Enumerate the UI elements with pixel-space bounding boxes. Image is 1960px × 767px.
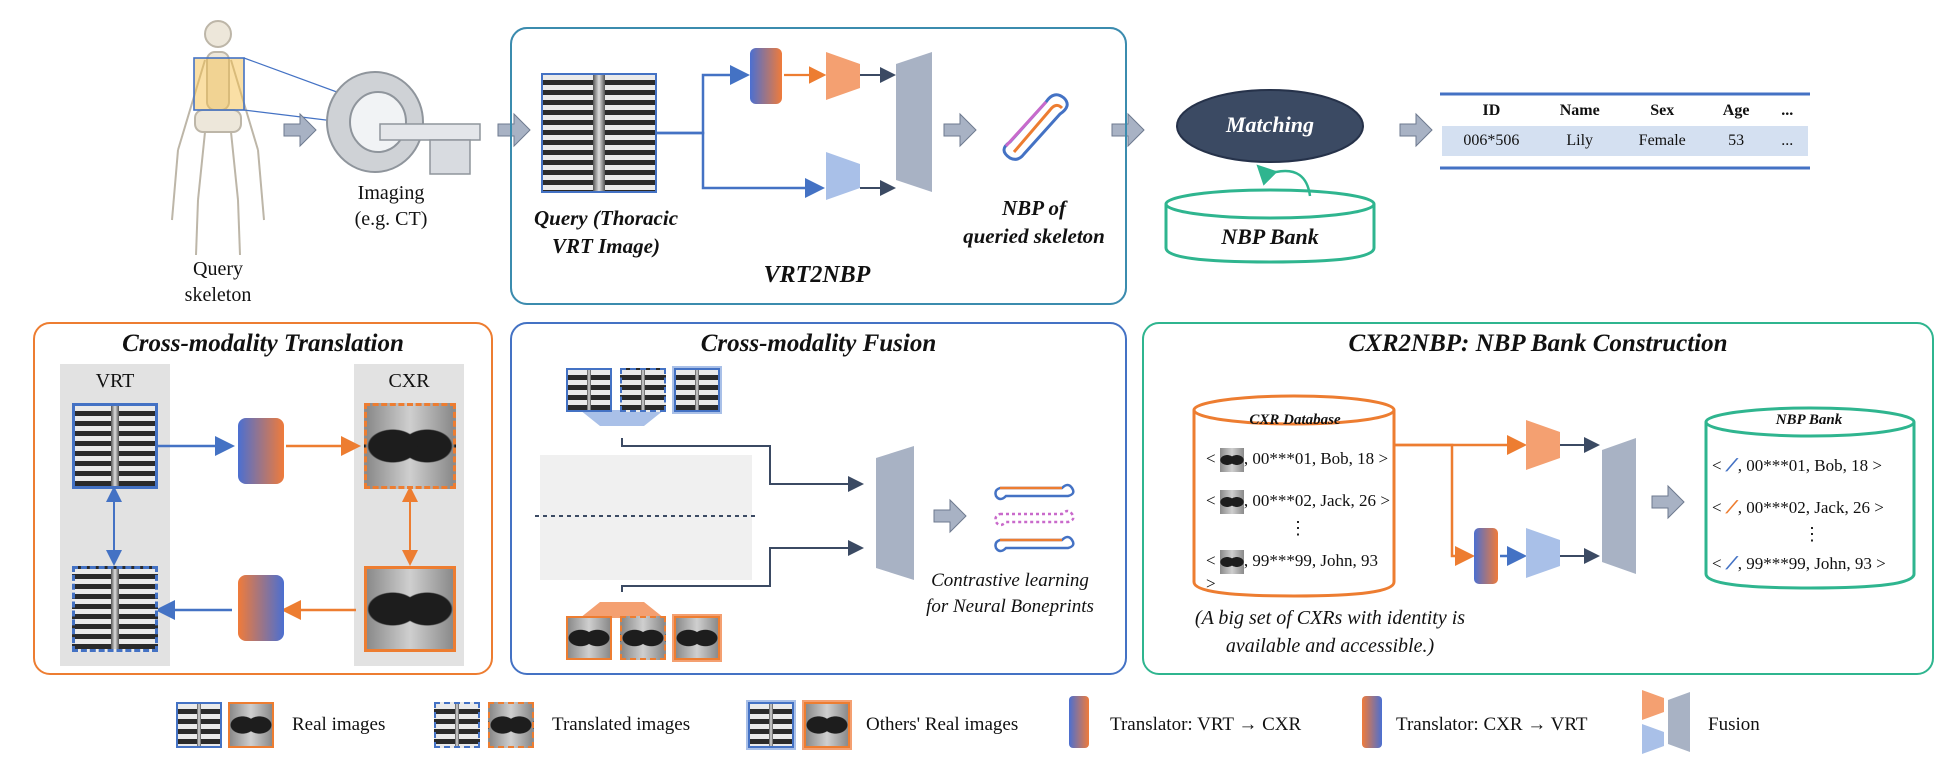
fusion-block bbox=[896, 52, 932, 192]
legend-others: Others' Real images bbox=[866, 714, 1019, 735]
table-header: Sex bbox=[1650, 102, 1675, 119]
fusion-cxr-2 bbox=[620, 616, 666, 660]
translation-title: Cross-modality Translation bbox=[122, 330, 404, 357]
bank-title: CXR2NBP: NBP Bank Construction bbox=[1348, 330, 1728, 357]
table-header: ID bbox=[1482, 102, 1501, 119]
vrt-label: VRT bbox=[95, 370, 135, 392]
nbp-bank-label: NBP Bank bbox=[1221, 224, 1319, 249]
cxr-database-title: CXR Database bbox=[1249, 412, 1341, 428]
fusion-cxr-1 bbox=[566, 616, 612, 660]
bank-row: < ⟋, 99***99, John, 93 > bbox=[1712, 554, 1886, 573]
table-header: ... bbox=[1781, 102, 1794, 119]
legend-translated-cxr bbox=[488, 702, 534, 748]
db-row: < , 00***02, Jack, 26 > bbox=[1206, 490, 1390, 514]
fusion-panel bbox=[510, 322, 1127, 675]
bank-panel bbox=[1142, 322, 1934, 675]
legend-fusion: Fusion bbox=[1708, 714, 1760, 735]
vrt-real-image bbox=[72, 403, 158, 489]
fusion-title: Cross-modality Fusion bbox=[700, 330, 937, 357]
nbp-bone-icon bbox=[1002, 93, 1069, 161]
table-cell: 006*506 bbox=[1442, 126, 1541, 156]
ct-scanner-icon bbox=[326, 71, 481, 175]
table-cell: Lily bbox=[1540, 126, 1619, 156]
nbp-bank-cylinder bbox=[1164, 204, 1376, 264]
flow-arrows bbox=[283, 112, 1433, 148]
fusion-vrt-2 bbox=[620, 368, 666, 412]
legend-others-vrt bbox=[746, 700, 796, 750]
translator-vrt-cxr bbox=[750, 48, 782, 104]
table-cell: 53 bbox=[1705, 126, 1767, 156]
db-ellipsis: ⋮ bbox=[1289, 518, 1307, 538]
legend-vrt-cxr: Translator: VRT → CXR bbox=[1110, 714, 1302, 735]
query-vrt-image bbox=[541, 73, 657, 193]
legend-real-cxr bbox=[228, 702, 274, 748]
table-cell: ... bbox=[1766, 126, 1808, 156]
cxr-translated-image bbox=[364, 403, 456, 489]
legend-real: Real images bbox=[292, 714, 386, 735]
cxr-label: CXR bbox=[388, 370, 430, 392]
legend-others-cxr bbox=[802, 700, 852, 750]
vrt2nbp-title: VRT2NBP bbox=[763, 262, 871, 288]
translation-panel bbox=[33, 322, 493, 675]
bank-cylinder-title: NBP Bank bbox=[1775, 412, 1843, 428]
matching-label: Matching bbox=[1225, 112, 1315, 137]
fusion-cxr-3 bbox=[672, 614, 722, 662]
db-row: < , 00***01, Bob, 18 > bbox=[1206, 448, 1390, 472]
legend-translated-vrt bbox=[434, 702, 480, 748]
translator-vrt-cxr-2 bbox=[238, 418, 284, 484]
vrt-translated-image bbox=[72, 566, 158, 652]
db-row: < , 99***99, John, 93 > bbox=[1206, 550, 1378, 593]
identity-table: ID Name Sex Age ... 006*506 Lily Female … bbox=[1442, 96, 1808, 156]
bank-ellipsis: ⋮ bbox=[1803, 524, 1821, 544]
fusion-block-2 bbox=[876, 446, 914, 580]
legend-translated: Translated images bbox=[552, 714, 691, 735]
thorax-highlight bbox=[193, 57, 245, 111]
table-cell: Female bbox=[1618, 126, 1706, 156]
encoder-vrt bbox=[826, 152, 860, 200]
matching-node bbox=[1176, 89, 1364, 163]
table-header: Age bbox=[1722, 102, 1750, 119]
table-header: Name bbox=[1559, 102, 1600, 119]
bank-row: < ⟋, 00***02, Jack, 26 > bbox=[1712, 498, 1884, 517]
legend-cxr-vrt: Translator: CXR → VRT bbox=[1396, 714, 1588, 735]
vrt2nbp-panel bbox=[510, 27, 1127, 305]
skeleton-figure bbox=[171, 20, 265, 256]
translator-cxr-vrt bbox=[238, 575, 284, 641]
boneprint-icons bbox=[994, 483, 1075, 553]
imaging-label: Imaging(e.g. CT) bbox=[354, 182, 428, 230]
cxr-real-image bbox=[364, 566, 456, 652]
fusion-vrt-3 bbox=[672, 366, 722, 414]
fusion-vrt-1 bbox=[566, 368, 612, 412]
legend-real-vrt bbox=[176, 702, 222, 748]
legend-icons bbox=[1069, 690, 1690, 754]
bank-row: < ⟋, 00***01, Bob, 18 > bbox=[1712, 456, 1882, 475]
encoder-cxr bbox=[826, 52, 860, 100]
